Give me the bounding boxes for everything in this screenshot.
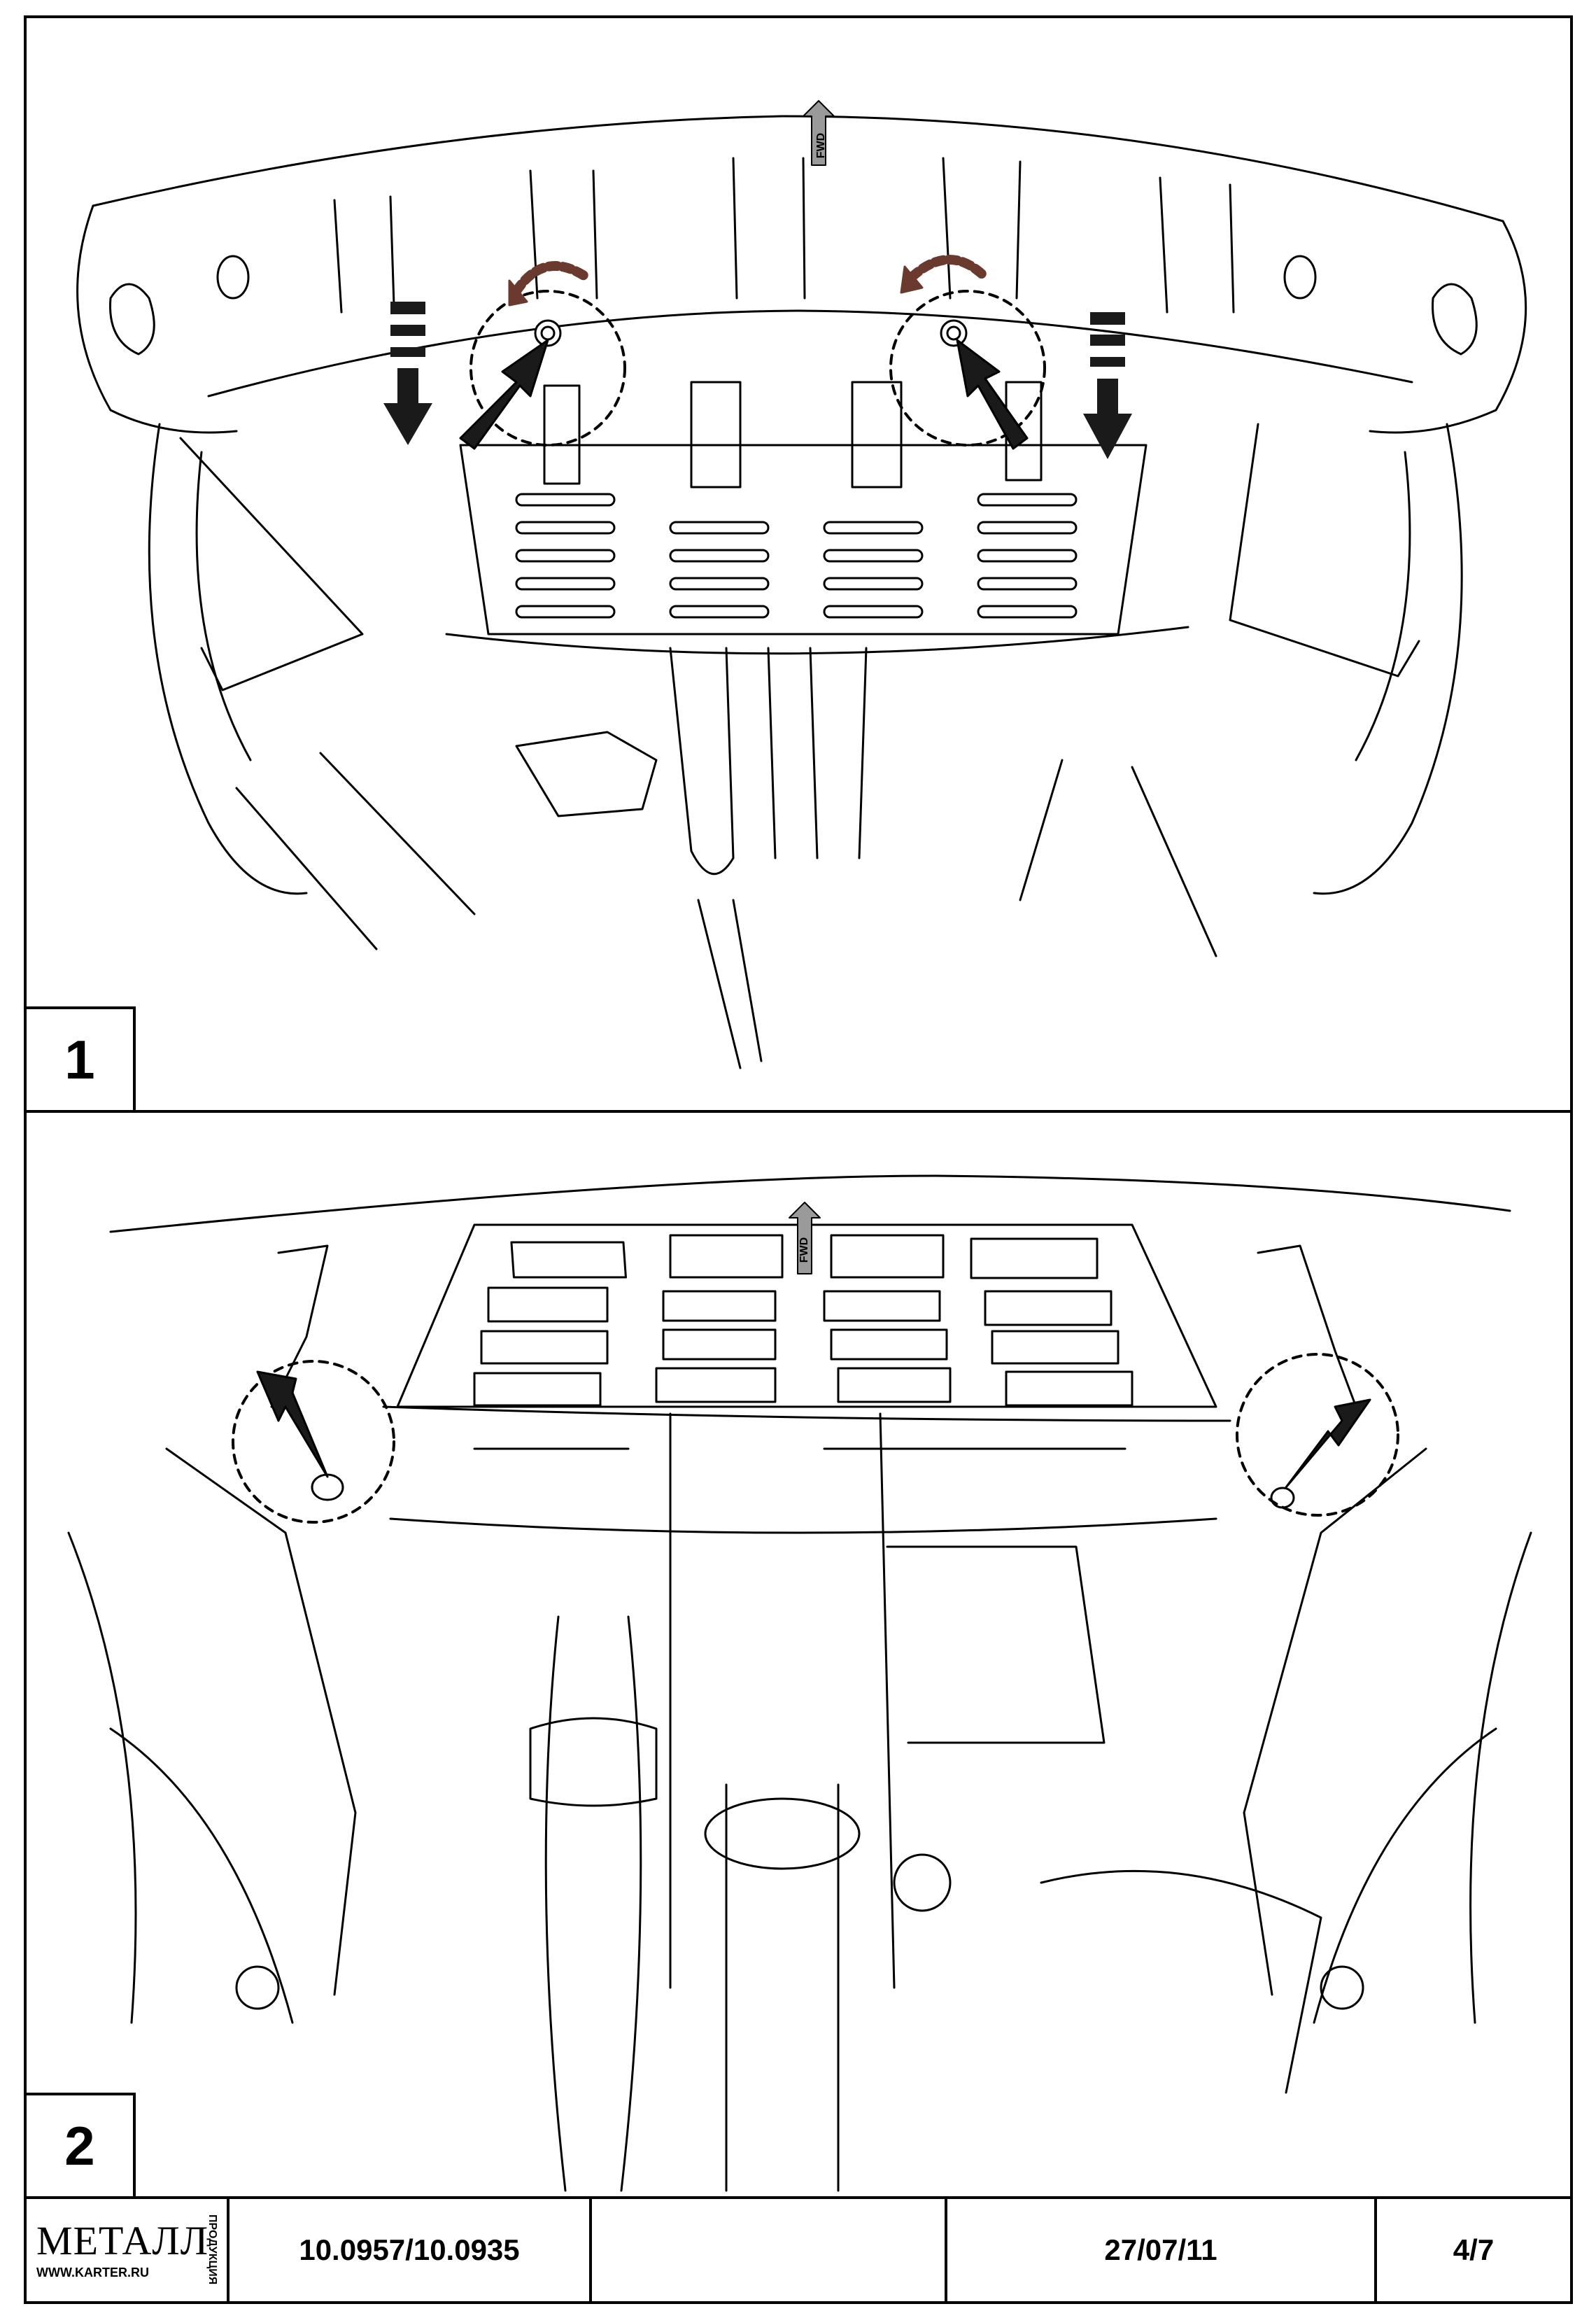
rotate-arrow-head-left [508, 279, 528, 307]
page-number: 4/7 [1453, 2233, 1495, 2266]
fwd-label: FWD [798, 1237, 810, 1263]
bumper-outline [109, 1174, 1511, 1233]
exhaust-pipe [669, 647, 735, 876]
step-1-drawing: FWD [76, 100, 1527, 1069]
fwd-label: FWD [815, 133, 827, 158]
bumper-slot [529, 169, 598, 300]
step-number: 2 [27, 2093, 136, 2196]
center-tunnel [669, 1412, 896, 1989]
bolt-highlight-right [1236, 1353, 1399, 1517]
left-frame [165, 1447, 357, 1996]
pointer-arrow-right [1285, 1398, 1371, 1489]
pointer-arrow-left [256, 1370, 329, 1478]
lower-right-frame [1019, 759, 1217, 957]
bumper-slot [942, 157, 1022, 300]
driveshaft [697, 899, 763, 1069]
left-tow-hole [109, 283, 155, 356]
logo-subtitle: ПРОДУКЦИЯ [206, 2214, 218, 2285]
bumper-slot [1159, 176, 1235, 314]
mount-hole [235, 1965, 280, 2010]
bolt-hole-left [311, 1473, 344, 1501]
transfer-box [886, 1545, 1106, 1744]
bumper-left-edge [76, 204, 238, 434]
plate-slot [690, 381, 742, 489]
part-codes: 10.0957/10.0935 [229, 2199, 592, 2301]
rotate-arrow-icon-left [511, 261, 591, 296]
bolt-highlight-left [232, 1360, 395, 1524]
lower-left-frame [235, 752, 476, 950]
right-wheel-inner [1355, 451, 1411, 761]
date-cell: 27/07/11 [947, 2199, 1377, 2301]
exhaust-pipe-left [544, 1615, 642, 2192]
logo-url: WWW.KARTER.RU [36, 2265, 149, 2280]
left-arm [179, 437, 364, 691]
logo-wordmark: МЕТАЛЛ [36, 2217, 209, 2263]
right-arm [1229, 423, 1420, 677]
lower-right-wheel-arch [1313, 1531, 1532, 2024]
right-tow-hole [1432, 283, 1478, 356]
logo-word-text: МЕТАЛЛ [36, 2217, 209, 2263]
skid-plate-front [382, 1405, 1231, 1422]
bumper-outline [92, 115, 1504, 223]
rotate-arrow-icon-right [907, 255, 990, 282]
center-pipes [767, 647, 868, 859]
step-1-panel: FWD [24, 15, 1573, 1113]
crossmember [389, 1517, 1217, 1534]
bumper-inner-line [207, 309, 1413, 398]
pointer-arrow-right [956, 339, 1029, 450]
title-block: МЕТАЛЛ ПРОДУКЦИЯ WWW.KARTER.RU 10.0957/1… [24, 2196, 1573, 2304]
left-wheel-inner [195, 451, 252, 761]
pointer-arrow-left [459, 339, 549, 450]
driveshaft-flange [704, 1797, 861, 1870]
bumper-slot [333, 195, 395, 314]
fwd-arrow-icon: FWD [803, 100, 835, 166]
left-rail [270, 1244, 329, 1408]
exhaust-joint [529, 1717, 658, 1807]
step-2-panel: FWD 2 [24, 1110, 1573, 2199]
bolt-highlight-right [889, 290, 1046, 447]
skid-plate-front [445, 626, 1189, 655]
right-frame [1243, 1447, 1427, 1996]
lower-left-wheel-arch [67, 1531, 294, 2024]
right-wheel [1313, 423, 1463, 895]
mount-hole [893, 1853, 952, 1912]
step-number: 1 [27, 1006, 136, 1110]
mount-hole [1320, 1965, 1364, 2010]
bumper-right-edge [1369, 220, 1527, 434]
blank-cell [592, 2199, 947, 2301]
bolt-highlight-left [469, 290, 626, 447]
skid-plate-ribs [473, 1234, 1134, 1407]
down-arrow-icon-right [1083, 312, 1132, 459]
plate-slot [851, 381, 903, 489]
left-hole [216, 255, 250, 300]
skid-plate-outline [459, 444, 1147, 635]
engine-mount-left [515, 731, 658, 817]
plate-slot [543, 384, 581, 485]
bolt-icon [940, 319, 968, 347]
down-arrow-icon-left [383, 302, 432, 445]
skid-plate-outline [396, 1223, 1217, 1408]
driveshaft [725, 1783, 840, 2192]
skid-plate-ribs [515, 493, 1078, 619]
right-subframe [1040, 1869, 1322, 2094]
bumper-slot [732, 157, 806, 300]
step-2-drawing: FWD [67, 1174, 1532, 2192]
right-rail [1257, 1244, 1357, 1408]
brand-logo: МЕТАЛЛ ПРОДУКЦИЯ WWW.KARTER.RU [27, 2199, 229, 2301]
rotate-arrow-head-right [900, 265, 924, 294]
right-hole [1283, 255, 1317, 300]
bolt-hole-right [1270, 1487, 1295, 1509]
left-wheel [148, 423, 308, 895]
fwd-arrow-icon: FWD [789, 1202, 821, 1274]
